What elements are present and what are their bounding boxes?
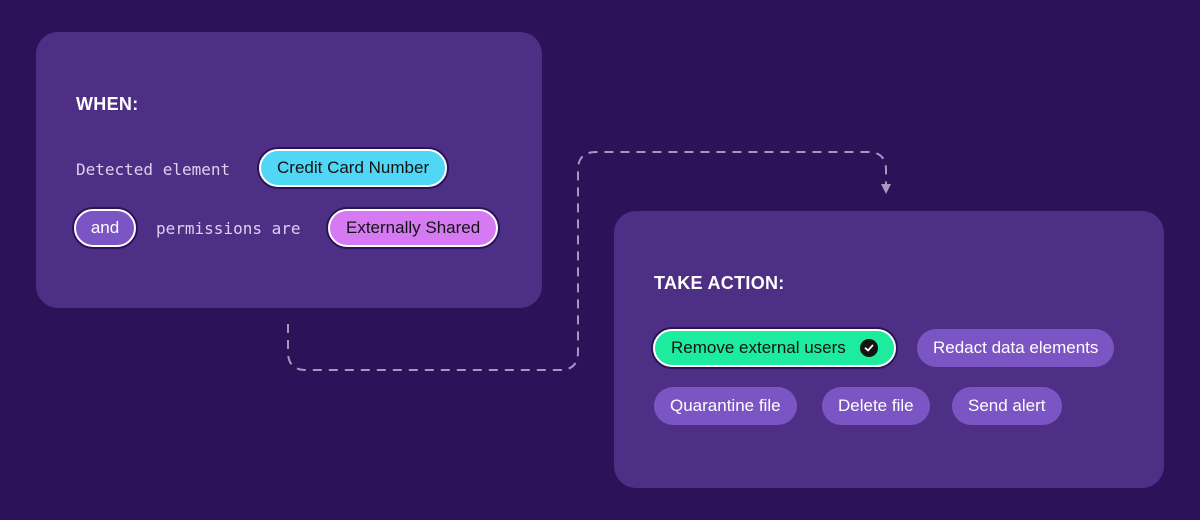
check-circle-icon xyxy=(859,339,878,357)
permissions-chip[interactable]: Externally Shared xyxy=(328,209,499,247)
permissions-label: permissions are xyxy=(156,219,301,238)
detected-element-label: Detected element xyxy=(76,160,231,179)
detected-element-chip[interactable]: Credit Card Number xyxy=(259,149,448,187)
action-option-delete-file[interactable]: Delete file xyxy=(822,387,930,425)
action-option-remove-external-users[interactable]: Remove external users xyxy=(653,329,896,367)
when-heading: WHEN: xyxy=(76,94,139,114)
take-action-card: TAKE ACTION: Remove external users Redac… xyxy=(614,211,1164,488)
take-action-heading: TAKE ACTION: xyxy=(654,273,785,293)
action-option-redact-data-elements[interactable]: Redact data elements xyxy=(917,329,1115,367)
action-option-quarantine-file[interactable]: Quarantine file xyxy=(654,387,797,425)
when-card: WHEN: Detected element Credit Card Numbe… xyxy=(36,32,542,308)
action-option-label: Remove external users xyxy=(671,338,846,357)
conjunction-chip[interactable]: and xyxy=(74,209,136,247)
action-option-send-alert[interactable]: Send alert xyxy=(952,387,1062,425)
arrow-down-icon xyxy=(881,184,891,194)
